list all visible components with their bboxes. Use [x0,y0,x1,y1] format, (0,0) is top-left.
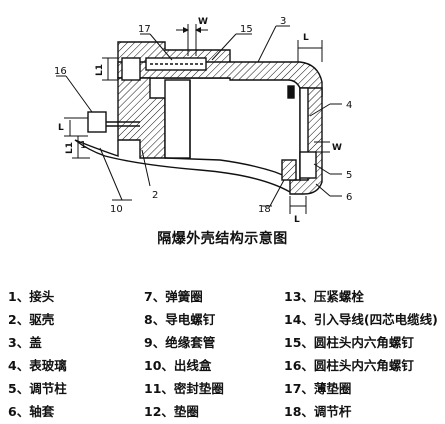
callout-6: 6 [346,192,352,203]
legend-item: 18、调节杆 [284,404,352,419]
legend-item: 7、弹簧圈 [144,289,203,304]
legend-item: 6、轴套 [8,404,55,419]
dim-l-bottom: L [294,215,300,225]
callout-18: 18 [258,204,271,215]
legend-item: 8、导电螺钉 [144,312,216,327]
housing-left-wall [117,77,166,159]
legend-item: 4、表玻璃 [8,358,67,373]
legend-item: 10、出线盒 [144,358,212,373]
callout-2: 2 [152,190,158,201]
callout-4: 4 [346,100,352,111]
dim-w-right: W [332,143,342,153]
callout-15: 15 [240,24,253,35]
diagram-caption: 隔爆外壳结构示意图 [157,231,288,247]
legend-item: 5、调节柱 [8,381,67,396]
callout-17: 17 [138,24,151,35]
glass-gasket [287,85,295,99]
legend-item: 1、接头 [8,289,55,304]
junction-box [87,111,107,133]
legend-item: 13、压紧螺栓 [284,289,364,304]
screw-head-left [121,57,141,81]
legend-item: 2、驱壳 [8,312,55,327]
callout-5: 5 [346,170,352,181]
legend-item: 17、薄垫圈 [284,381,352,396]
body-outline [74,41,323,195]
legend-item: 12、垫圈 [144,404,199,419]
leader-lines [56,25,342,207]
adjust-column [299,151,317,179]
legend-item: 3、盖 [8,335,42,350]
housing-lower-sweep [164,157,291,179]
callout-3: 3 [280,16,286,27]
dim-l1-top: L1 [95,64,105,76]
glass [299,87,309,181]
callout-10: 10 [110,204,123,215]
dim-l-left: L [58,123,64,133]
adjust-rod [281,159,297,181]
inner-bore [164,79,191,159]
legend-item: 14、引入导线(四芯电缆线) [284,312,438,327]
legend-item: 11、密封垫圈 [144,381,224,396]
legend-item: 16、圆柱头内六角螺钉 [284,358,414,373]
callout-16: 16 [54,66,67,77]
legend-item: 9、绝缘套管 [144,335,216,350]
dim-l1-left: L1 [65,142,75,154]
housing-lower-outer [74,139,291,193]
callout-1: 1 [80,140,86,151]
legend-item: 15、圆柱头内六角螺钉 [284,335,414,350]
explosion-proof-enclosure-diagram: 17 W 15 3 L L1 16 L L1 4 W 5 6 10 2 18 L… [54,16,352,225]
dim-w-top: W [198,17,208,27]
dimension-lines [64,24,330,214]
dim-l-top: L [303,33,309,43]
